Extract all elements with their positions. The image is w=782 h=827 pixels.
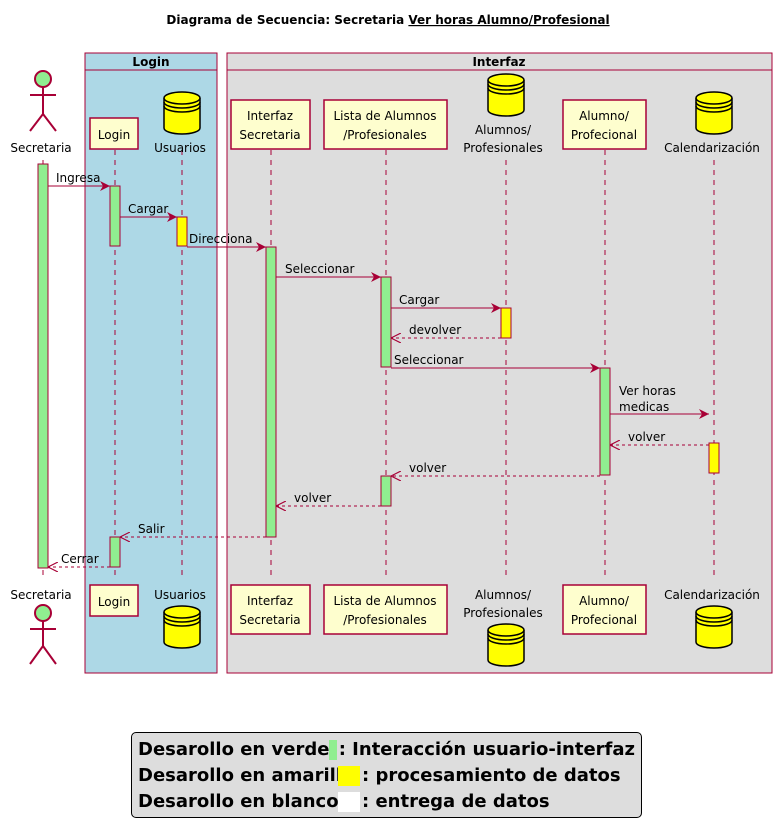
legend-swatch-yellow — [338, 766, 360, 786]
participant-calendarizacion-bottom: Calendarización — [664, 588, 760, 602]
participant-login-bottom: Login — [89, 584, 139, 617]
svg-text:Profecional: Profecional — [571, 613, 637, 627]
message-ver-horas-medicas: Ver horas medicas — [610, 384, 709, 419]
svg-text:Lista de Alumnos: Lista de Alumnos — [334, 109, 437, 123]
participant-interfaz-secretaria-top: Interfaz Secretaria — [230, 99, 311, 150]
participant-alumno-top: Alumno/ Profecional — [562, 99, 647, 150]
message-volver-calendarizacion: volver — [610, 430, 709, 445]
message-cargar-usuarios: Cargar — [120, 202, 177, 222]
legend: Desarollo en verde : Interacción usuario… — [131, 732, 642, 818]
svg-text:Cerrar: Cerrar — [61, 552, 99, 566]
legend-row-green: Desarollo en verde : Interacción usuario… — [138, 737, 635, 763]
participant-secretaria-top: Secretaria — [10, 141, 71, 155]
database-usuarios-top-icon — [163, 91, 201, 135]
legend-label: Desarollo en blanco — [138, 791, 339, 812]
participant-secretaria-bottom: Secretaria — [10, 588, 71, 602]
legend-label: Desarollo en verde — [138, 739, 330, 760]
participant-interfaz-secretaria-bottom: Interfaz Secretaria — [230, 584, 311, 635]
participant-usuarios-bottom: Usuarios — [154, 588, 206, 602]
participant-lista-bottom: Lista de Alumnos /Profesionales — [323, 584, 448, 635]
message-seleccionar-lista: Seleccionar — [276, 262, 381, 282]
message-cargar-alumnos: Cargar — [391, 293, 501, 313]
svg-text:Secretaria: Secretaria — [239, 128, 300, 142]
database-usuarios-bottom-icon — [163, 605, 201, 649]
login-group-box — [84, 52, 218, 674]
participant-alumno-bottom: Alumno/ Profecional — [562, 584, 647, 635]
svg-text:devolver: devolver — [409, 323, 461, 337]
legend-text: : entrega de datos — [362, 791, 550, 812]
database-calendarizacion-bottom-icon — [695, 605, 733, 649]
participant-alumnos-db-top-line2: Profesionales — [463, 141, 543, 155]
svg-text:Interfaz: Interfaz — [247, 594, 293, 608]
legend-text: : procesamiento de datos — [362, 765, 621, 786]
legend-row-yellow: Desarollo en amarillo : procesamiento de… — [138, 763, 635, 789]
database-alumnos-top-icon — [487, 73, 525, 117]
message-devolver: devolver — [391, 323, 501, 338]
message-ingresa: Ingresa — [48, 171, 110, 191]
message-volver-lista: volver — [276, 491, 381, 506]
legend-swatch-green — [329, 740, 337, 760]
svg-text:Alumno/: Alumno/ — [579, 594, 630, 608]
participant-alumnos-db-bottom-line1: Alumnos/ — [475, 588, 532, 602]
message-cerrar: Cerrar — [48, 552, 110, 567]
svg-text:Direcciona: Direcciona — [189, 232, 252, 246]
legend-label: Desarollo en amarillo — [138, 765, 355, 786]
svg-text:Seleccionar: Seleccionar — [394, 353, 464, 367]
diagram-title: Diagrama de Secuencia: Secretaria Ver ho… — [166, 13, 609, 27]
svg-text:/Profesionales: /Profesionales — [343, 613, 427, 627]
svg-text:volver: volver — [294, 491, 331, 505]
svg-text:volver: volver — [409, 461, 446, 475]
svg-text:Ver horas: Ver horas — [619, 384, 676, 398]
svg-text:medicas: medicas — [619, 400, 669, 414]
interfaz-group-title: Interfaz — [472, 55, 525, 69]
participant-login-top: Login — [89, 117, 139, 150]
actor-secretaria-bottom — [29, 604, 57, 665]
participant-alumnos-db-top-line1: Alumnos/ — [475, 123, 532, 137]
svg-text:volver: volver — [628, 430, 665, 444]
participant-lista-top: Lista de Alumnos /Profesionales — [323, 99, 448, 150]
message-seleccionar-alumno: Seleccionar — [391, 353, 600, 373]
svg-text:Cargar: Cargar — [128, 202, 168, 216]
svg-text:Profecional: Profecional — [571, 128, 637, 142]
message-direcciona: Direcciona — [187, 232, 266, 252]
actor-secretaria-top — [29, 70, 57, 132]
interfaz-group-box — [226, 52, 773, 674]
activation-bars — [37, 163, 720, 569]
svg-text:/Profesionales: /Profesionales — [343, 128, 427, 142]
legend-swatch-white — [338, 792, 360, 812]
svg-text:Seleccionar: Seleccionar — [285, 262, 355, 276]
svg-text:Cargar: Cargar — [399, 293, 439, 307]
svg-text:Login: Login — [98, 595, 130, 609]
svg-text:Login: Login — [98, 128, 130, 142]
database-alumnos-bottom-icon — [487, 623, 525, 667]
participant-calendarizacion-top: Calendarización — [664, 141, 760, 155]
login-group-title: Login — [132, 55, 169, 69]
svg-text:Ingresa: Ingresa — [56, 171, 100, 185]
participant-usuarios-top: Usuarios — [154, 141, 206, 155]
database-calendarizacion-top-icon — [695, 91, 733, 135]
svg-text:Lista de Alumnos: Lista de Alumnos — [334, 594, 437, 608]
legend-text: : Interacción usuario-interfaz — [338, 739, 635, 760]
svg-text:Secretaria: Secretaria — [239, 613, 300, 627]
participant-alumnos-db-bottom-line2: Profesionales — [463, 606, 543, 620]
message-volver-alumno: volver — [391, 461, 600, 476]
message-salir: Salir — [120, 522, 266, 537]
svg-text:Alumno/: Alumno/ — [579, 109, 630, 123]
svg-text:Interfaz: Interfaz — [247, 109, 293, 123]
svg-text:Salir: Salir — [138, 522, 165, 536]
legend-row-white: Desarollo en blanco : entrega de datos — [138, 789, 635, 815]
